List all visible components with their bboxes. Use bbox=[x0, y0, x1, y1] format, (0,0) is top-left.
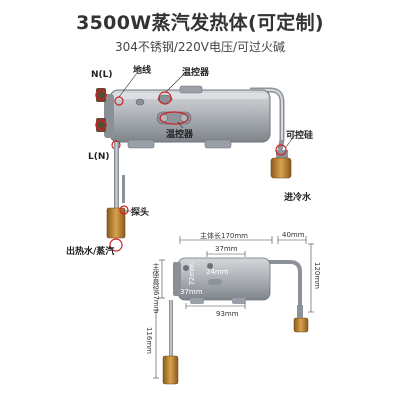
dim-120: 120mm bbox=[313, 262, 321, 289]
label-probe: 探头 bbox=[131, 208, 150, 218]
label-thermostat-top: 温控器 bbox=[182, 68, 210, 78]
dimension-lines bbox=[153, 236, 314, 379]
label-hot-water-out: 出热水/蒸汽 bbox=[66, 247, 115, 257]
dim-body-diameter: 主体直径67mm bbox=[152, 263, 160, 314]
dim-40: 40mm bbox=[282, 231, 305, 239]
dim-body-length: 主体长170mm bbox=[200, 232, 248, 240]
label-l-n: L(N) bbox=[88, 152, 110, 162]
label-temp-fuse: 可控硅 bbox=[286, 131, 314, 141]
page-subtitle: 304不锈钢/220V电压/可过火碱 bbox=[114, 40, 286, 54]
dim-116: 116mm bbox=[145, 327, 153, 354]
label-thermostat-mid: 温控器 bbox=[166, 130, 194, 140]
dim-37-side: 37mm bbox=[180, 288, 203, 296]
dim-72: 72mm bbox=[188, 263, 196, 286]
dim-93: 93mm bbox=[216, 310, 239, 318]
dim-37-top: 37mm bbox=[215, 245, 238, 253]
page-title: 3500W蒸汽发热体(可定制) bbox=[76, 12, 324, 34]
heater-dimension-diagram bbox=[162, 257, 309, 385]
label-cold-water-in: 进冷水 bbox=[284, 193, 312, 203]
callout-lines bbox=[118, 72, 296, 212]
dim-24: 24mm bbox=[206, 268, 229, 276]
label-n-l: N(L) bbox=[91, 70, 113, 80]
label-ground: 地线 bbox=[133, 66, 152, 76]
heater-main-body bbox=[95, 85, 292, 252]
